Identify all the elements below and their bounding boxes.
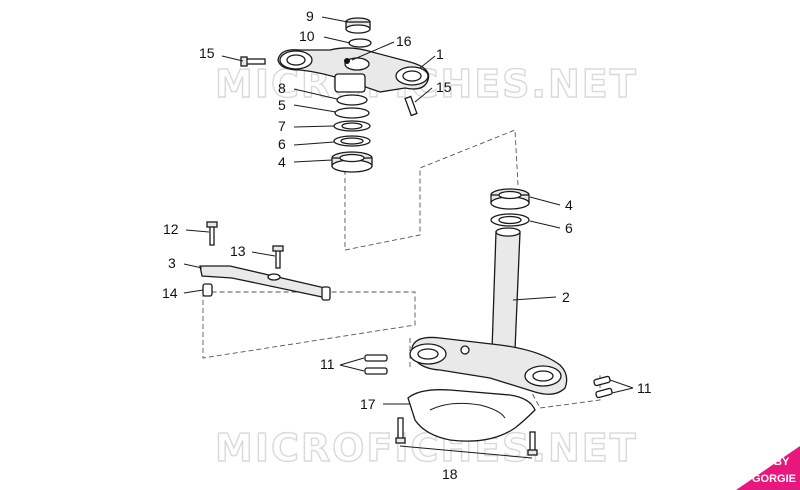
clamp-bolt-right <box>404 95 418 117</box>
callout-15-left: 15 <box>199 45 215 61</box>
callout-13: 13 <box>230 243 246 259</box>
callout-1: 1 <box>436 46 444 62</box>
corner-badge: BY GORGIE <box>736 446 800 490</box>
bearing-stack-lower <box>490 188 530 227</box>
callout-2: 2 <box>562 289 570 305</box>
lower-triple-clamp <box>409 336 568 395</box>
callout-6-lower: 6 <box>565 220 573 236</box>
leader-lines <box>183 16 634 459</box>
cover-screws <box>395 417 538 456</box>
callout-8: 8 <box>278 80 286 96</box>
callout-14: 14 <box>162 285 178 301</box>
steering-stem <box>491 227 521 351</box>
callout-12: 12 <box>163 221 179 237</box>
bearing-stack-upper <box>331 94 373 173</box>
callout-4-upper: 4 <box>278 154 286 170</box>
lower-clamp-bolts-right <box>593 375 613 399</box>
cover-plate <box>407 389 536 442</box>
upper-triple-clamp <box>277 47 430 93</box>
clamp-bolt-left <box>240 56 266 67</box>
callout-3: 3 <box>168 255 176 271</box>
callout-11-left: 11 <box>320 356 335 372</box>
callout-11-right: 11 <box>637 380 652 396</box>
lower-clamp-bolts-left <box>364 354 388 375</box>
cap-nut <box>345 17 371 34</box>
callout-6-upper: 6 <box>278 136 286 152</box>
callout-4-lower: 4 <box>565 197 573 213</box>
washer <box>348 38 372 48</box>
callout-16: 16 <box>396 33 412 49</box>
badge-line-2: GORGIE <box>752 473 796 485</box>
callout-9: 9 <box>306 8 314 24</box>
callout-labels: 9 10 16 1 15 15 8 5 7 6 4 4 6 2 12 13 3 … <box>162 8 652 482</box>
badge-line-1: BY <box>774 456 790 468</box>
damper-rod <box>199 265 331 301</box>
callout-15-right: 15 <box>436 79 452 95</box>
callout-17: 17 <box>360 396 376 412</box>
damper-bolt-12 <box>206 221 218 246</box>
callout-5: 5 <box>278 97 286 113</box>
damper-bushing <box>202 283 213 297</box>
callout-7: 7 <box>278 118 286 134</box>
damper-bolt-13 <box>272 245 284 269</box>
callout-10: 10 <box>299 28 315 44</box>
callout-18: 18 <box>442 466 458 482</box>
